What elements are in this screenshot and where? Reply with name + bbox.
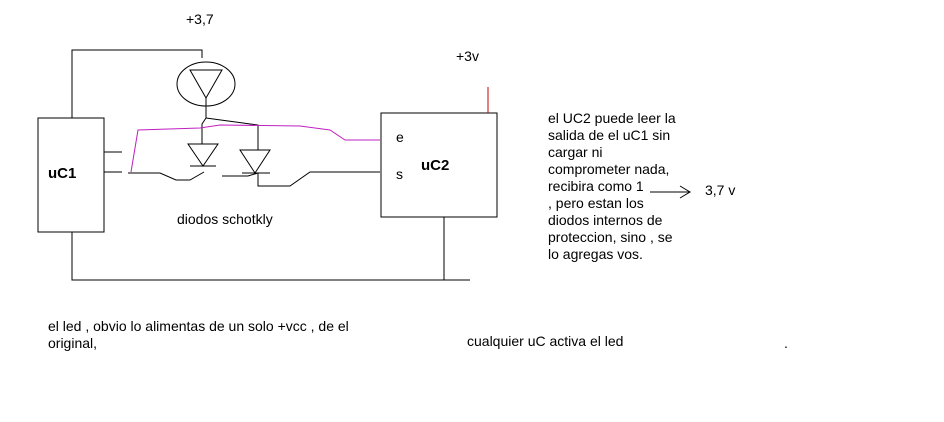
diode2-triangle	[239, 149, 271, 174]
stray-dot: .	[784, 335, 788, 351]
uc1-label: uC1	[48, 165, 76, 182]
note-line: cargar ni	[548, 144, 603, 160]
ground-wire	[71, 232, 470, 281]
led-supply-note: el led , obvio lo alimentas de un solo +…	[48, 318, 349, 352]
diode2-anode-wire	[205, 117, 259, 150]
uc2-label: uC2	[421, 157, 449, 174]
explanation-note: el UC2 puede leer la salida de el uC1 si…	[548, 110, 676, 263]
note-line: original,	[48, 335, 98, 351]
uc1-output-wire	[128, 171, 205, 181]
uc2-s-wire	[222, 171, 380, 187]
note-line: proteccion, sino , se	[548, 229, 673, 245]
note-line: el led , obvio lo alimentas de un solo +…	[48, 318, 349, 334]
diodes-label: diodos schotkly	[177, 211, 273, 227]
uc2-box	[380, 112, 498, 218]
arrow-value-label: 3,7 v	[705, 182, 735, 198]
activation-note: cualquier uC activa el led	[467, 333, 624, 349]
uc2-pin-s-label: s	[396, 166, 403, 182]
arrow-head-icon	[679, 185, 691, 199]
diode1-triangle	[187, 143, 219, 167]
note-line: el UC2 puede leer la	[548, 110, 676, 126]
note-line: , pero estan los	[548, 195, 644, 211]
note-line: diodos internos de	[548, 212, 663, 228]
note-line: lo agregas vos.	[548, 246, 643, 262]
signal-wire	[130, 124, 380, 173]
uc2-supply-label: +3v	[456, 48, 479, 64]
uc1-box	[37, 117, 105, 233]
led-triangle	[189, 69, 223, 100]
diode1-anode-wire	[201, 117, 207, 144]
note-line: recibira como 1	[548, 178, 644, 194]
note-line: salida de el uC1 sin	[548, 127, 671, 143]
uc2-pin-e-label: e	[396, 129, 404, 145]
note-line: comprometer nada,	[548, 161, 670, 177]
led-anode-wire	[71, 49, 203, 118]
led-supply-label: +3,7	[186, 11, 214, 27]
